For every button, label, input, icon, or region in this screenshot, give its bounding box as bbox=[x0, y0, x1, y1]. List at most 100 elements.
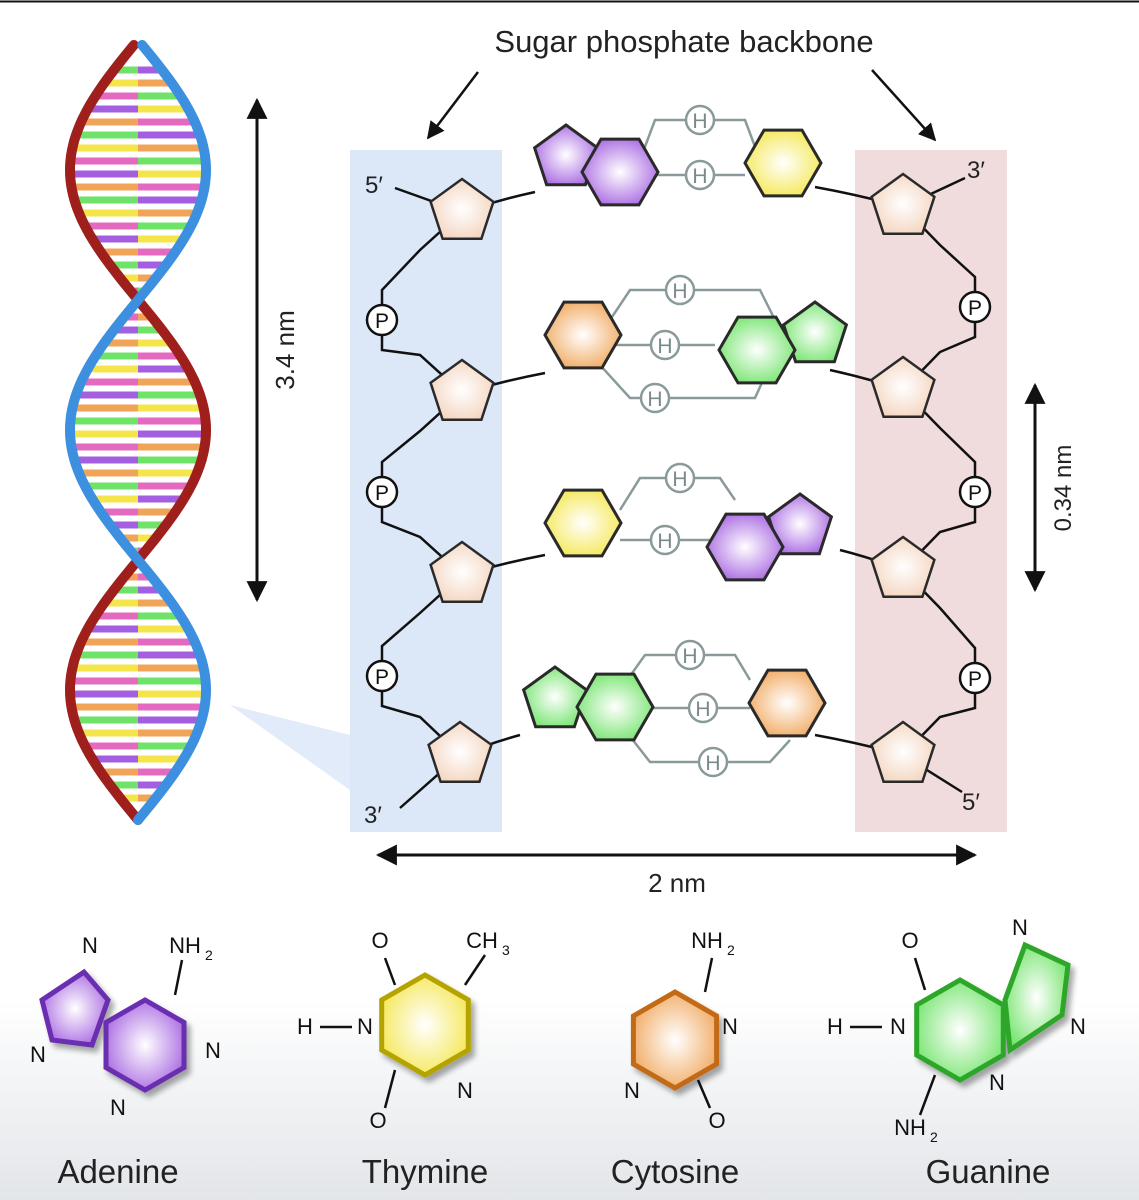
hydrogen-bond-circle bbox=[687, 692, 719, 724]
atom-label: N bbox=[989, 1070, 1005, 1095]
phosphate-label: P bbox=[375, 482, 389, 505]
sugar-pentagon bbox=[870, 355, 936, 418]
sugar-pentagon bbox=[870, 172, 936, 235]
adenine-hexagon bbox=[580, 137, 660, 207]
atom-label: CH bbox=[466, 928, 498, 953]
atom-label: N bbox=[82, 933, 98, 958]
five-prime-bottom-label: 5′ bbox=[962, 789, 980, 816]
bond-line bbox=[173, 959, 184, 996]
hydrogen-bond-circle bbox=[674, 639, 706, 671]
atom-label: O bbox=[708, 1108, 725, 1133]
guanine-hexagon bbox=[575, 672, 655, 742]
atom-label: NH bbox=[691, 928, 723, 953]
atom-label: N bbox=[1012, 915, 1028, 940]
hydrogen-bond-circle bbox=[664, 462, 696, 494]
sugar-pentagon bbox=[429, 540, 495, 603]
bond-line bbox=[918, 1074, 937, 1116]
phosphate-label: P bbox=[968, 482, 982, 505]
thymine-hexagon bbox=[743, 128, 823, 198]
hydrogen-bond-label: H bbox=[647, 388, 662, 411]
adenine-structure bbox=[39, 968, 187, 1093]
sugar-pentagon bbox=[429, 177, 495, 240]
atom-subscript: 3 bbox=[502, 942, 510, 958]
adenine-hexagon bbox=[705, 512, 785, 582]
bond-line bbox=[703, 957, 714, 993]
sugar-pentagon bbox=[427, 720, 493, 783]
five-prime-top-label: 5′ bbox=[365, 172, 383, 199]
phosphate-circle bbox=[958, 290, 992, 324]
atom-subscript: 2 bbox=[727, 942, 735, 958]
thymine-ring bbox=[379, 972, 471, 1078]
atom-label: N bbox=[110, 1095, 126, 1120]
hydrogen-bond-circle bbox=[664, 274, 696, 306]
base-spacing-label: 0.34 nm bbox=[1050, 445, 1077, 532]
phosphate-label: P bbox=[375, 310, 389, 333]
sugar-pentagon bbox=[870, 720, 936, 783]
phosphate-label: P bbox=[375, 666, 389, 689]
hydrogen-bond-circle bbox=[639, 382, 671, 414]
adenine-six-ring bbox=[103, 997, 187, 1093]
atom-label: NH bbox=[169, 933, 201, 958]
bond-line bbox=[913, 957, 927, 991]
atom-label: O bbox=[901, 928, 918, 953]
atom-label: H bbox=[827, 1014, 843, 1039]
sugar-pentagon bbox=[429, 358, 495, 421]
bond-line bbox=[463, 954, 487, 986]
phosphate-label: P bbox=[968, 297, 982, 320]
atom-label: O bbox=[369, 1108, 386, 1133]
cytosine-hexagon bbox=[747, 668, 827, 738]
guanine-structure bbox=[914, 941, 1071, 1083]
atom-label: N bbox=[1070, 1014, 1086, 1039]
bond-line bbox=[696, 1079, 712, 1109]
backbone-title: Sugar phosphate backbone bbox=[494, 24, 873, 59]
title-arrow-right bbox=[871, 69, 937, 142]
phosphate-circle bbox=[365, 475, 399, 509]
atom-label: N bbox=[30, 1042, 46, 1067]
atom-label: N bbox=[205, 1038, 221, 1063]
hydrogen-bond-label: H bbox=[682, 645, 697, 668]
cytosine-hexagon bbox=[543, 300, 623, 370]
phosphate-circle bbox=[958, 661, 992, 695]
hydrogen-bond-circle bbox=[684, 104, 716, 136]
thymine-structure bbox=[379, 972, 471, 1078]
hydrogen-bond-circle bbox=[697, 746, 729, 778]
atom-label: NH bbox=[894, 1115, 926, 1140]
atom-label: N bbox=[357, 1014, 373, 1039]
helix-strand-blue bbox=[64, 40, 212, 825]
title-arrow-left bbox=[426, 71, 479, 140]
guanine-pentagon bbox=[781, 300, 849, 364]
phosphate-circle bbox=[958, 475, 992, 509]
guanine-pentagon bbox=[521, 665, 589, 729]
adenine-pentagon bbox=[766, 492, 834, 556]
guanine-name: Guanine bbox=[926, 1153, 1051, 1190]
hydrogen-bond-label: H bbox=[672, 468, 687, 491]
guanine-hexagon bbox=[717, 315, 797, 385]
cytosine-name: Cytosine bbox=[611, 1153, 739, 1190]
hydrogen-bond-circle bbox=[684, 159, 716, 191]
hydrogen-bond-circle bbox=[649, 329, 681, 361]
three-prime-bottom-label: 3′ bbox=[364, 802, 382, 829]
atom-label: N bbox=[624, 1078, 640, 1103]
helix-turn-label: 3.4 nm bbox=[270, 310, 300, 390]
phosphate-circle bbox=[365, 303, 399, 337]
hydrogen-bond-label: H bbox=[657, 530, 672, 553]
backbone-chains: P P P P P P bbox=[365, 172, 992, 809]
hydrogen-bond-label: H bbox=[695, 698, 710, 721]
bond-line bbox=[383, 1069, 397, 1109]
double-helix bbox=[64, 40, 212, 825]
atom-subscript: 2 bbox=[205, 947, 213, 963]
phosphate-circle bbox=[365, 659, 399, 693]
width-label: 2 nm bbox=[648, 868, 706, 898]
hydrogen-bond-label: H bbox=[692, 110, 707, 133]
phosphate-label: P bbox=[968, 668, 982, 691]
atom-label: H bbox=[297, 1014, 313, 1039]
thymine-hexagon bbox=[543, 488, 623, 558]
hydrogen-bond-label: H bbox=[692, 165, 707, 188]
hydrogen-bond-label: H bbox=[672, 280, 687, 303]
sugar-pentagon bbox=[870, 535, 936, 598]
zoom-pointer bbox=[230, 705, 350, 790]
cytosine-ring bbox=[630, 989, 720, 1091]
cytosine-structure bbox=[630, 989, 720, 1091]
